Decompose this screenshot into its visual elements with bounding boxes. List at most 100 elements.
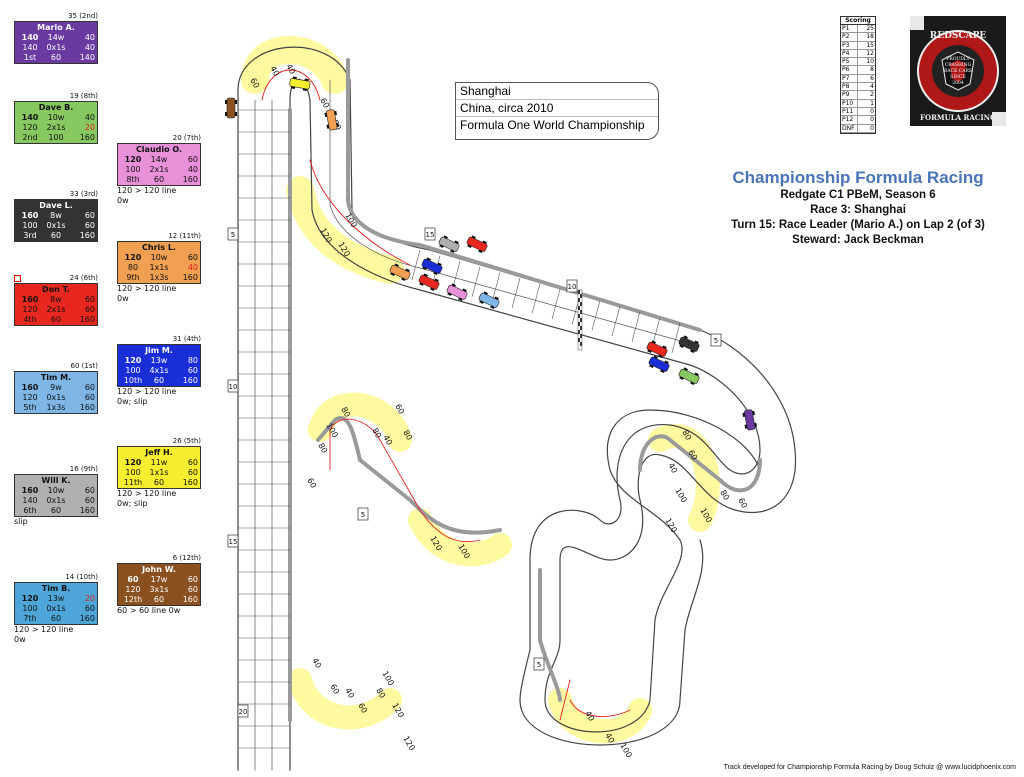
driver-stat-cell: 0x1s: [46, 43, 66, 52]
track-space-line: [591, 300, 601, 331]
speed-mark: 60: [686, 449, 699, 462]
race-car-piece[interactable]: [225, 97, 237, 119]
race-car-piece[interactable]: [445, 283, 468, 302]
race-car-piece[interactable]: [420, 257, 443, 276]
driver-points: 33 (3rd): [14, 190, 98, 199]
distance-marker-box: [710, 333, 722, 347]
race-car-wheel: [742, 412, 746, 417]
race-label: Race 3: Shanghai: [810, 204, 906, 216]
distance-marker-box: [227, 534, 239, 548]
race-car-piece[interactable]: [324, 109, 340, 131]
race-car-piece[interactable]: [388, 263, 411, 282]
driver-stat-cell: 140: [21, 33, 39, 42]
driver-points-text: 24 (6th): [69, 274, 98, 282]
driver-move-note: 0w: [14, 635, 26, 644]
scoring-points: 4: [857, 83, 875, 91]
speed-mark: 60: [318, 97, 331, 110]
driver-points: 20 (7th): [117, 134, 201, 143]
scoring-position: P4: [842, 49, 850, 57]
speed-mark: 40: [583, 710, 596, 723]
driver-stat-cell: 1x1s: [149, 263, 169, 272]
distance-marker-label: 5: [231, 231, 235, 239]
speed-mark: 100: [380, 670, 395, 688]
race-car-wheel: [405, 268, 410, 272]
driver-stat-cell: 60: [84, 221, 95, 230]
driver-stat-cell: 11w: [150, 458, 168, 467]
race-car-piece[interactable]: [647, 355, 670, 374]
scoring-points: 25: [857, 25, 875, 33]
driver-points: 14 (10th): [14, 573, 98, 582]
driver-stat-cell: 120: [21, 594, 39, 603]
driver-stat-cell: 40: [187, 263, 198, 272]
driver-stat-cell: 60: [187, 575, 198, 584]
scoring-points: 12: [857, 49, 875, 58]
logo-motto-line: 2004: [952, 80, 964, 86]
driver-name: Jeff H.: [145, 448, 173, 457]
race-car-piece[interactable]: [477, 291, 500, 310]
race-car-piece[interactable]: [289, 76, 311, 92]
driver-stat-cell: 8th: [126, 175, 140, 184]
race-car-body: [744, 409, 756, 431]
race-car-piece[interactable]: [677, 367, 700, 386]
speed-mark: 80: [374, 687, 387, 700]
race-car-piece[interactable]: [465, 235, 488, 254]
race-car-wheel: [225, 112, 227, 116]
logo-top-text: REDSCAPE: [930, 31, 987, 41]
scoring-position: P3: [842, 41, 850, 49]
speed-mark: 60: [356, 702, 369, 715]
race-car-body: [446, 284, 468, 300]
speed-mark: 40: [603, 732, 616, 745]
driver-stat-cell: 160: [79, 614, 95, 623]
driver-stat-cell: 60: [50, 53, 62, 62]
driver-stat-cell: 60: [153, 595, 165, 604]
driver-points: 26 (5th): [117, 437, 201, 446]
speed-mark: 60: [248, 77, 261, 90]
driver-stat-cell: 60: [84, 383, 95, 392]
speed-mark: 40: [343, 687, 356, 700]
race-car-body: [226, 97, 236, 119]
distance-marker: 10: [566, 279, 578, 293]
race-car-piece[interactable]: [677, 335, 700, 354]
race-car-wheel: [660, 369, 665, 374]
race-car-wheel: [683, 367, 688, 371]
driver-stat-cell: 13w: [150, 356, 168, 365]
race-car-piece[interactable]: [742, 409, 758, 431]
race-car-piece[interactable]: [645, 340, 668, 359]
driver-stat-cell: 6th: [23, 506, 37, 515]
driver-stat-cell: 40: [84, 43, 95, 52]
race-line: [261, 69, 631, 721]
race-car-piece[interactable]: [417, 273, 440, 292]
driver-stat-cell: 60: [50, 231, 62, 240]
distance-marker-label: 20: [239, 708, 248, 716]
driver-points-text: 20 (7th): [172, 134, 201, 142]
speed-mark: 100: [673, 487, 688, 505]
driver-stat-cell: 160: [182, 595, 198, 604]
race-venue: Shanghai: [456, 83, 658, 100]
race-car-wheel: [324, 112, 328, 117]
race-car-wheel: [292, 76, 297, 80]
race-car-wheel: [462, 288, 467, 292]
race-car-body: [326, 109, 338, 131]
driver-stat-cell: 160: [182, 175, 198, 184]
race-car-piece[interactable]: [437, 235, 460, 254]
speed-mark: 80: [680, 429, 693, 442]
race-car-wheel: [336, 122, 340, 128]
driver-points: 35 (2nd): [14, 12, 98, 21]
race-car-wheel: [649, 364, 654, 368]
